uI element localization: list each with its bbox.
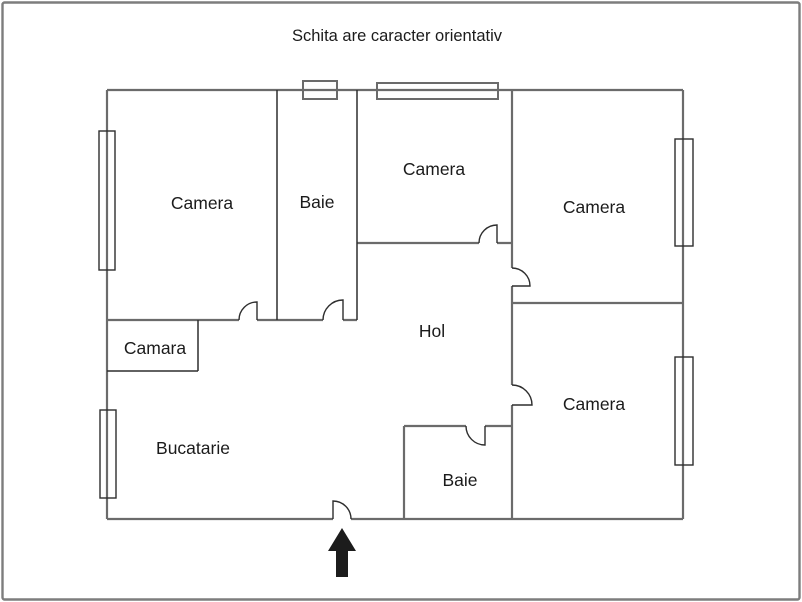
door-camera-top-middle <box>478 224 498 244</box>
room-label-camera-top-left: Camera <box>171 193 234 213</box>
door-camera-top-left <box>238 301 258 321</box>
window-left-camera <box>98 130 116 271</box>
room-label-baie-top: Baie <box>299 192 334 212</box>
room-label-baie-bottom: Baie <box>442 470 477 490</box>
room-label-bucatarie: Bucatarie <box>156 438 230 458</box>
door-camera-top-right <box>511 267 531 287</box>
room-label-camera-top-middle: Camera <box>403 159 466 179</box>
window-right-camera-top <box>674 138 694 247</box>
plan-title: Schita are caracter orientativ <box>292 27 503 45</box>
door-baie-bottom <box>465 425 486 446</box>
outer-walls <box>105 88 685 521</box>
window-top-large <box>376 82 499 100</box>
room-label-camara: Camara <box>124 338 187 358</box>
window-top-small <box>302 80 338 100</box>
room-label-camera-bottom-right: Camera <box>563 394 626 414</box>
partition-camera-baie <box>276 90 358 320</box>
door-baie-top <box>322 299 344 321</box>
door-entrance <box>332 500 352 520</box>
window-right-camera-bottom <box>674 356 694 466</box>
entrance-arrow-icon <box>328 528 356 577</box>
room-label-camera-top-right: Camera <box>563 197 626 217</box>
partition-camara-box <box>107 320 199 372</box>
window-left-bucatarie <box>99 409 117 499</box>
door-camera-bottom-right <box>511 384 533 406</box>
wall-baie-bottom-box <box>402 424 512 519</box>
room-label-hol: Hol <box>419 321 445 341</box>
